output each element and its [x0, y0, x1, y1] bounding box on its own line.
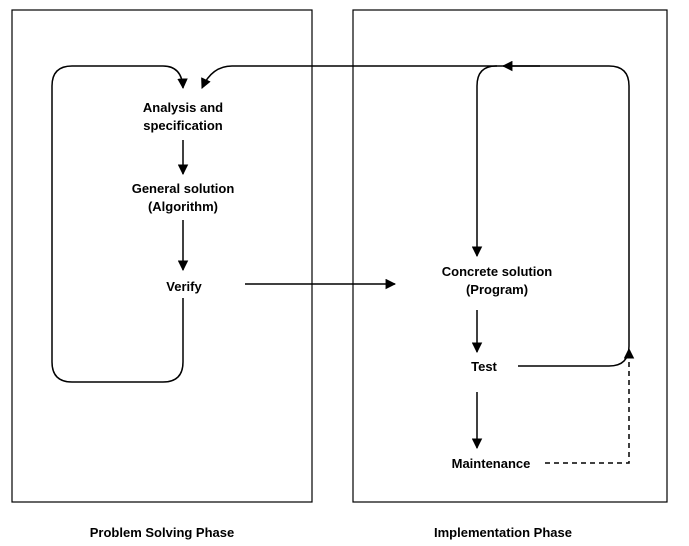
maintenance-feedback-arrow — [545, 347, 635, 464]
analysis-node-line1: Analysis and — [143, 100, 223, 115]
implementation-feedback-arrow — [201, 65, 497, 89]
implementation-phase-label: Implementation Phase — [434, 525, 572, 540]
maintenance-node: Maintenance — [452, 456, 531, 471]
test-node: Test — [471, 359, 497, 374]
verify-loop-back-arrow — [51, 65, 188, 383]
implementation-phase-box — [352, 9, 668, 503]
test-loop-back-arrow — [471, 65, 630, 367]
problem-solving-phase-label: Problem Solving Phase — [90, 525, 235, 540]
concrete-solution-node-line2: (Program) — [466, 282, 528, 297]
general-solution-node-line2: (Algorithm) — [148, 199, 218, 214]
analysis-node-line2: specification — [143, 118, 223, 133]
verify-node: Verify — [166, 279, 202, 294]
problem-solving-phase-box — [11, 9, 313, 503]
concrete-solution-node-line1: Concrete solution — [442, 264, 553, 279]
general-solution-node-line1: General solution — [132, 181, 235, 196]
